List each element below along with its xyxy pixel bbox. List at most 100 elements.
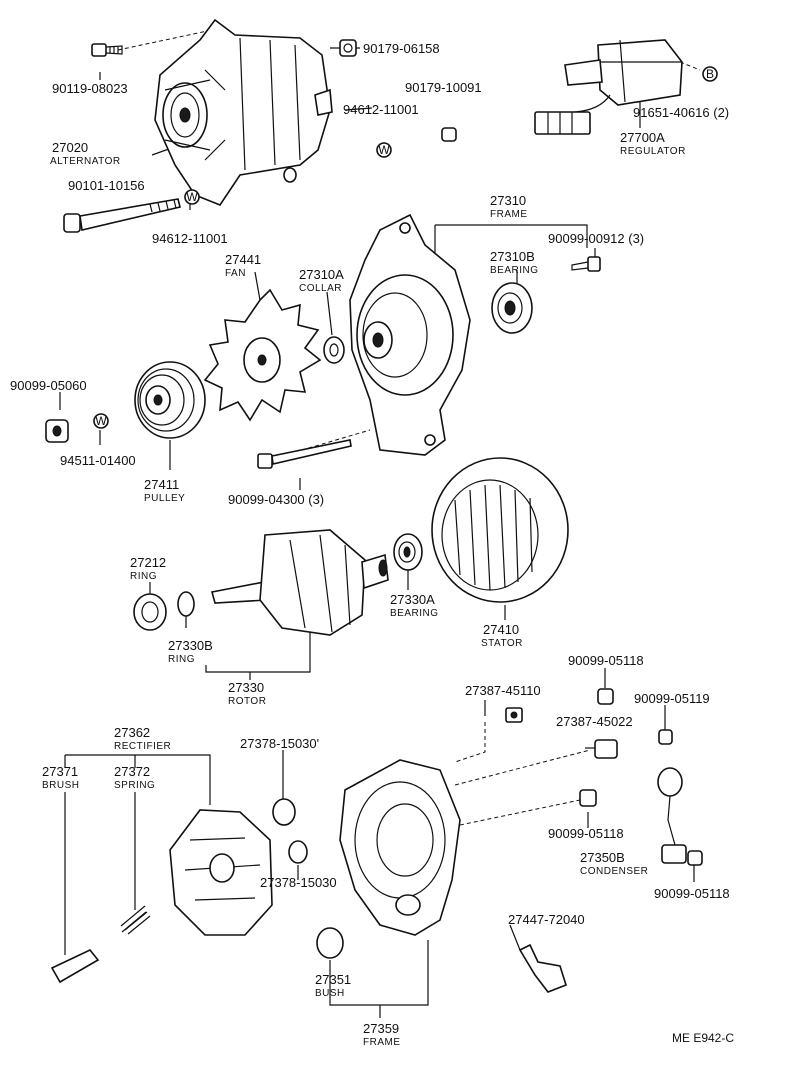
label-90099-05119: 90099-05119: [634, 691, 710, 706]
washer-mark: W: [186, 190, 198, 204]
label-90099-00912: 90099-00912 (3): [548, 231, 644, 246]
part-number: 90099-00912 (3): [548, 231, 644, 246]
bearing-27330a-drawing: [393, 533, 423, 571]
part-name: RING: [130, 571, 157, 582]
part-number: 27700A: [620, 130, 665, 145]
part-name: FRAME: [363, 1037, 401, 1048]
part-name: FRAME: [490, 209, 528, 220]
label-94612-11001-a: 94612-11001: [343, 102, 419, 117]
part-number: 27212: [130, 555, 166, 570]
part-name: BUSH: [315, 988, 345, 999]
washer-94612-11001-drawing: W: [376, 142, 392, 158]
drive-end-frame-drawing: [349, 213, 471, 456]
part-name: PULLEY: [144, 493, 185, 504]
part-number: 90099-04300 (3): [228, 492, 324, 507]
part-number: 94612-11001: [343, 102, 419, 117]
bolt-90119-08023-drawing: [91, 43, 123, 57]
part-number: 27410: [483, 622, 519, 637]
bearing-27310b-drawing: [491, 282, 533, 334]
label-27310b-bearing: 27310B BEARING: [490, 249, 539, 276]
washer-94511-01400-drawing: W: [93, 413, 109, 429]
nut-90179-10091-drawing: [441, 127, 457, 142]
part-name: FAN: [225, 268, 246, 279]
label-27359-frame: 27359 FRAME: [363, 1021, 401, 1048]
label-90099-05118-c: 90099-05118: [654, 886, 730, 901]
label-90099-05118-b: 90099-05118: [548, 826, 624, 841]
part-number: 27350B: [580, 850, 625, 865]
part-name: SPRING: [114, 780, 155, 791]
part-number: 27020: [52, 140, 88, 155]
label-27212-ring: 27212 RING: [130, 555, 166, 582]
bush-27378-15030-b-drawing: [288, 840, 308, 864]
part-number: 27387-45022: [556, 714, 633, 729]
stator-27410-drawing: [431, 457, 569, 603]
part-number: 27378-15030': [240, 736, 319, 751]
part-number: 27362: [114, 725, 150, 740]
label-27410-stator: 27410 STATOR: [481, 622, 522, 649]
label-27411-pulley: 27411 PULLEY: [144, 477, 185, 504]
part-name: ROTOR: [228, 696, 266, 707]
alternator-assembly-drawing: [154, 18, 333, 206]
label-27447-72040: 27447-72040: [508, 912, 585, 927]
part-number: 27359: [363, 1021, 399, 1036]
leader-lines: [59, 29, 701, 1018]
label-27330a-bearing: 27330A BEARING: [390, 592, 439, 619]
part-number: 27447-72040: [508, 912, 585, 927]
part-number: 91651-40616 (2): [633, 105, 729, 120]
part-number: 27441: [225, 252, 261, 267]
part-number: 27330B: [168, 638, 213, 653]
part-number: 27351: [315, 972, 351, 987]
nut-90099-05118-b-drawing: [579, 789, 597, 807]
bush-27378-15030-a-drawing: [272, 798, 296, 826]
label-27441-fan: 27441 FAN: [225, 252, 261, 279]
part-number: 94511-01400: [60, 453, 136, 468]
label-27387-45110: 27387-45110: [465, 683, 541, 698]
terminal-27387-45022-drawing: [585, 739, 618, 759]
part-name: RECTIFIER: [114, 741, 171, 752]
part-number: 90099-05119: [634, 691, 710, 706]
label-27700a-regulator: 27700A REGULATOR: [620, 130, 685, 157]
part-number: 27330: [228, 680, 264, 695]
washer-mark: W: [378, 143, 390, 157]
rotor-27330-drawing: [211, 529, 389, 636]
ring-27330b-drawing: [177, 591, 195, 617]
part-name: BEARING: [390, 608, 439, 619]
part-number: 27387-45110: [465, 683, 541, 698]
part-number: 27330A: [390, 592, 435, 607]
nut-90179-06158-drawing: [339, 39, 357, 57]
part-number: 90099-05118: [568, 653, 644, 668]
fan-27441-drawing: [203, 288, 322, 422]
regulator-drawing: B: [534, 39, 718, 135]
label-27378-15030-a: 27378-15030': [240, 736, 319, 751]
part-number: 27411: [144, 477, 179, 492]
collar-27310a-drawing: [323, 336, 345, 364]
bolt-90099-04300-drawing: [257, 439, 352, 469]
label-27020-alternator: 27020 ALTERNATOR: [50, 140, 121, 167]
part-number: 90179-10091: [405, 80, 482, 95]
part-number: 90099-05060: [10, 378, 87, 393]
nut-90099-05060-drawing: [45, 419, 69, 443]
brush-27371-drawing: [50, 949, 100, 984]
bolt-mark: B: [706, 67, 714, 81]
washer-94612-11001-b-drawing: W: [184, 189, 200, 205]
terminal-27387-45110-drawing: [505, 707, 523, 723]
part-name: ALTERNATOR: [50, 156, 121, 167]
label-94511-01400: 94511-01400: [60, 453, 136, 468]
pulley-27411-drawing: [134, 361, 206, 439]
rear-frame-27359-drawing: [339, 759, 461, 936]
label-27362-rectifier: 27362 RECTIFIER: [114, 725, 171, 752]
screw-90099-00912-drawing: [571, 256, 601, 272]
label-27378-15030-b: 27378-15030: [260, 875, 337, 890]
washer-mark: W: [95, 414, 107, 428]
bracket-27447-72040-drawing: [518, 943, 567, 993]
label-90099-05118-a: 90099-05118: [568, 653, 644, 668]
label-90179-06158: 90179-06158: [363, 41, 440, 56]
part-name: BEARING: [490, 265, 539, 276]
label-27371-brush: 27371 BRUSH: [42, 764, 79, 791]
part-name: RING: [168, 654, 195, 665]
part-number: 27310: [490, 193, 526, 208]
spring-27372-drawing: [120, 905, 151, 935]
label-27351-bush: 27351 BUSH: [315, 972, 351, 999]
nut-90099-05119-drawing: [658, 729, 673, 745]
